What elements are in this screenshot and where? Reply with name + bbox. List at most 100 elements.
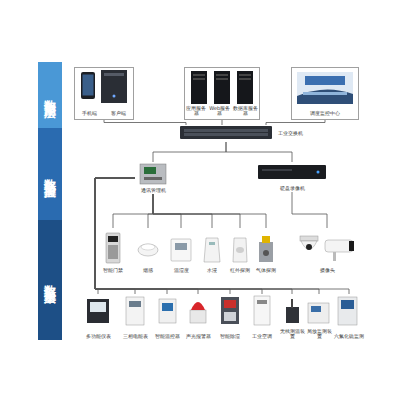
switch-node: 工业交换机 <box>180 125 305 142</box>
server-icon <box>237 71 253 104</box>
partial-discharge-icon-part <box>311 306 321 312</box>
access-control-icon-part <box>108 236 118 242</box>
smoke-detector-icon <box>138 244 158 256</box>
dome-camera-icon-part <box>300 236 318 241</box>
alarm-icon-part <box>191 302 205 310</box>
water-sensor-icon-part <box>204 238 220 262</box>
switch-icon-part <box>184 129 268 132</box>
access-control-icon <box>106 233 120 263</box>
gas-detector-icon-part <box>262 236 270 243</box>
connector-line <box>95 178 198 294</box>
connector-line <box>148 194 153 228</box>
bullet-camera-icon <box>325 240 354 261</box>
layer-title: 数据监控层 <box>44 169 56 179</box>
nvr-icon <box>258 165 326 179</box>
control-center-image-part <box>305 76 345 85</box>
multi-meter-icon-part <box>90 302 106 312</box>
smoke-detector-icon-part <box>138 244 158 256</box>
sensor-node: 水浸 <box>199 228 225 274</box>
device-node: 无线测温装置 <box>278 294 306 340</box>
device-node: 智能温控器 <box>153 294 181 340</box>
device-label: 智能门禁 <box>103 268 123 274</box>
dehumidifier-icon-part <box>224 312 236 321</box>
sf6-monitor-icon-part <box>338 297 357 325</box>
device-label: 局放监测装置 <box>305 329 333 341</box>
device-label: 三相电能表 <box>123 334 148 340</box>
infrared-detector-icon <box>233 238 247 262</box>
temp-controller-icon <box>159 299 176 323</box>
connector-line <box>95 178 319 294</box>
device-label: 手机端 <box>82 111 97 117</box>
device-group-frame: 调度监控中心 <box>291 67 359 120</box>
server-icon-part <box>237 71 253 104</box>
temp-humidity-icon-part <box>171 239 191 261</box>
connector-line <box>95 178 230 294</box>
access-control-icon-part <box>106 233 120 263</box>
connector-line <box>95 178 135 294</box>
layer-title: 数据采集层 <box>44 275 56 285</box>
wireless-temp-icon <box>286 299 299 323</box>
dome-camera-icon-part <box>301 241 317 250</box>
device-label: 声光报警器 <box>186 334 211 340</box>
temp-humidity-icon-part <box>175 243 187 250</box>
temp-controller-icon-part <box>162 303 173 311</box>
pc-tower-icon-part <box>101 70 127 103</box>
phone-icon <box>81 72 95 99</box>
connector-line <box>95 178 167 294</box>
comm-manager-icon-part <box>144 167 156 174</box>
gas-detector-icon-part <box>259 242 273 262</box>
water-sensor-icon <box>204 238 220 262</box>
connector-line <box>104 120 186 125</box>
device-label: 应用服务器 <box>185 106 208 118</box>
multi-meter-icon-part <box>87 299 109 323</box>
connector-line <box>95 178 135 294</box>
alarm-icon-part <box>190 310 206 323</box>
device-label: 红外探测 <box>230 268 250 274</box>
energy-meter-icon-part <box>129 301 141 307</box>
device-label: 工业空调 <box>252 334 272 340</box>
connector-line <box>95 178 349 294</box>
device-label: 客户端 <box>111 111 126 117</box>
connector-line <box>95 178 262 294</box>
device-label: 水浸 <box>207 268 217 274</box>
connector-line <box>153 194 240 228</box>
infrared-detector-icon-part <box>233 238 247 262</box>
sensor-node: 红外探测 <box>227 228 253 274</box>
air-conditioner-icon <box>254 296 270 325</box>
connector-line <box>292 192 327 228</box>
sensor-node: 温湿度 <box>168 228 194 274</box>
alarm-icon <box>190 302 206 323</box>
server-icon-part <box>239 78 251 80</box>
device-label: Web服务器 <box>208 106 232 118</box>
connector-line <box>153 194 266 228</box>
water-sensor-icon-part <box>209 242 215 245</box>
dehumidifier-icon-part <box>224 300 236 308</box>
connector-line <box>113 194 153 228</box>
device-label: 多功能仪表 <box>86 334 111 340</box>
camera-node: 摄像头 <box>296 228 358 274</box>
device-label: 六氟化硫监测 <box>334 334 364 340</box>
layer-title: 数据应用层 <box>44 90 56 100</box>
connector-line <box>266 120 325 125</box>
pc-tower-icon-part <box>104 73 124 76</box>
device-node: 通讯管理机 <box>135 162 171 194</box>
control-center-image-part <box>297 72 353 104</box>
bullet-camera-icon-part <box>349 241 354 251</box>
air-conditioner-icon-part <box>257 300 267 304</box>
device-node: 三相电能表 <box>121 294 149 340</box>
switch-icon-part <box>180 126 272 139</box>
wireless-temp-icon-part <box>286 307 299 323</box>
device-label: 通讯管理机 <box>141 188 166 194</box>
device-node: 多功能仪表 <box>84 294 112 340</box>
connector-line <box>226 142 292 162</box>
bullet-camera-icon-part <box>333 252 336 261</box>
server-icon-part <box>216 74 228 76</box>
device-label: 烟感 <box>143 268 153 274</box>
device-label: 温湿度 <box>174 268 189 274</box>
switch-icon <box>180 126 272 139</box>
device-label: 工业交换机 <box>275 131 305 137</box>
access-control-icon-part <box>108 245 118 259</box>
sensor-node: 智能门禁 <box>100 228 126 274</box>
connector-line <box>95 178 292 294</box>
